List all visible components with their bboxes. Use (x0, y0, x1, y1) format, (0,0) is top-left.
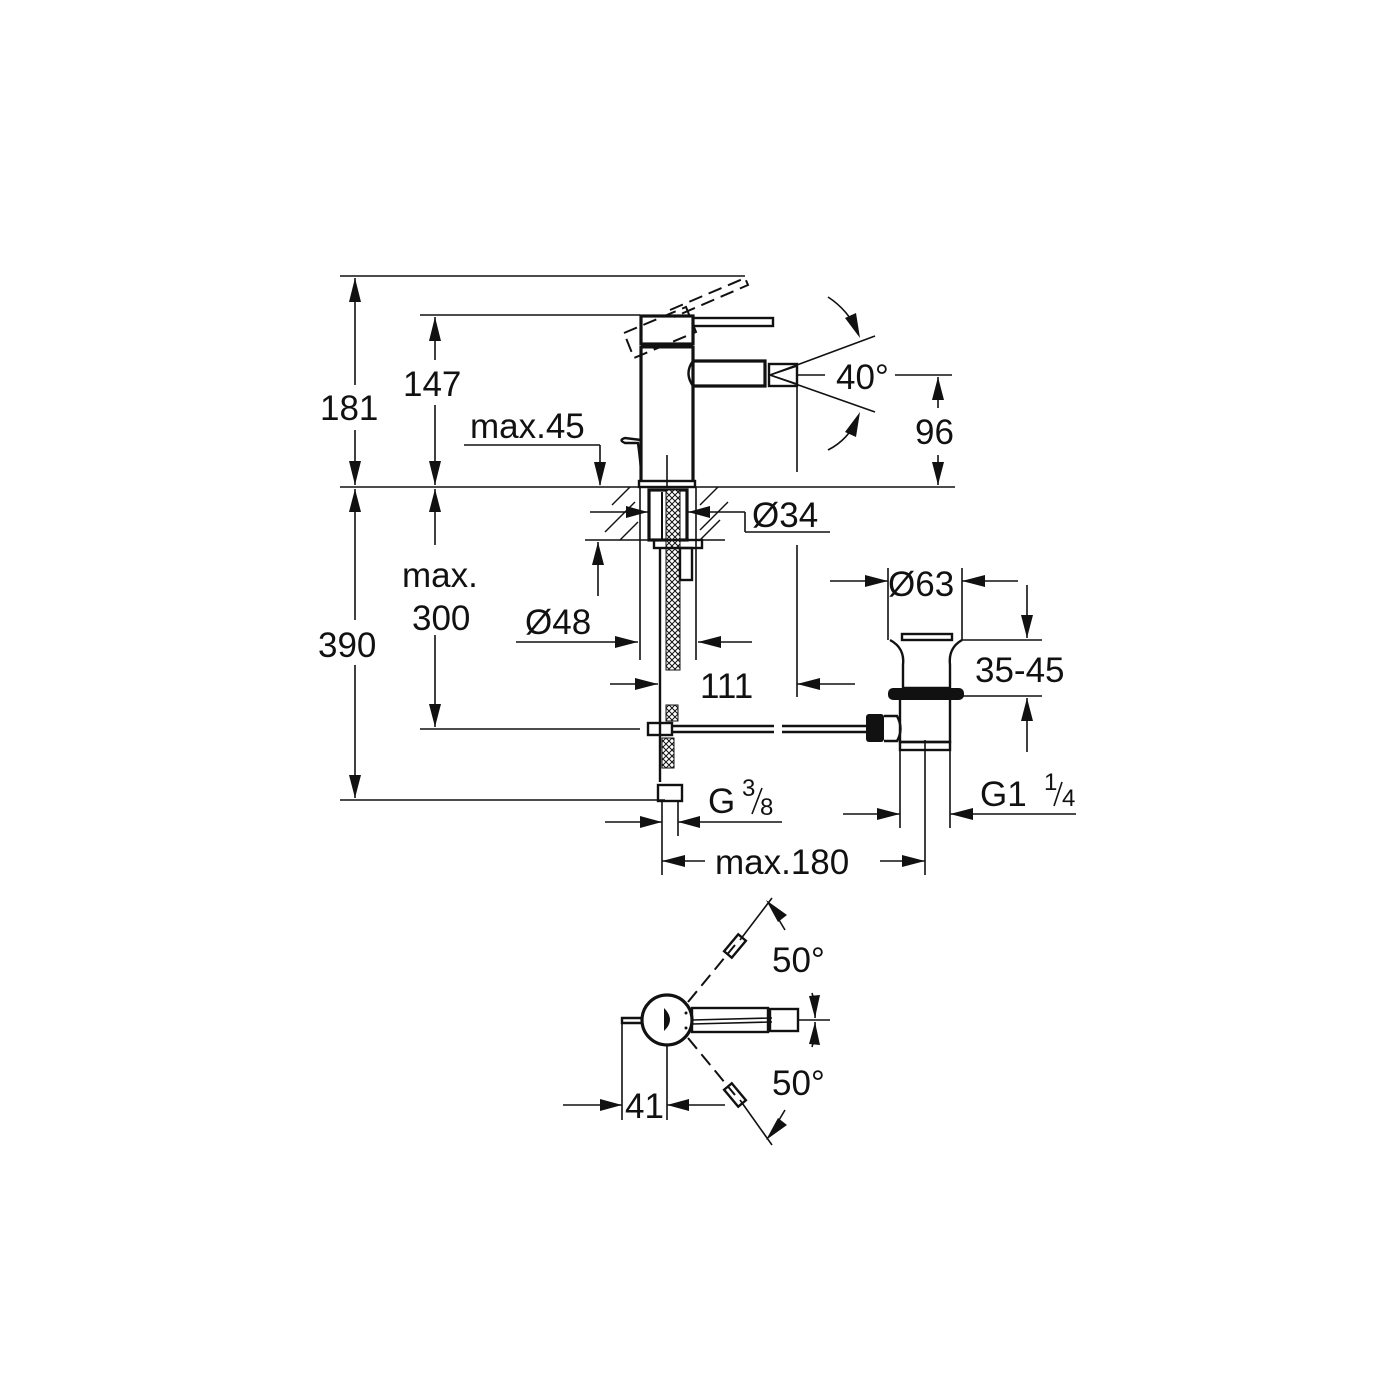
dimension-thread-g114: G1 1 4 (843, 769, 1076, 820)
dimension-111: 111 (610, 545, 855, 706)
dim-d63-label: Ø63 (888, 565, 954, 604)
dimension-spout-angle: 40° (769, 296, 889, 451)
dim-g114-main: G1 (980, 775, 1027, 814)
dimension-max-45: max.45 (464, 407, 606, 486)
dim-41-label: 41 (625, 1087, 664, 1126)
dim-35-45-label: 35-45 (975, 651, 1065, 690)
dim-lower-50deg-label: 50° (772, 1064, 825, 1103)
dim-max300-label-line2: 300 (412, 599, 470, 638)
faucet-body (620, 276, 799, 489)
dimension-max-300: max. 300 (402, 489, 640, 730)
dim-upper-50deg-label: 50° (772, 941, 825, 980)
dimension-390: 390 (318, 489, 665, 801)
logo-mark (664, 1008, 670, 1031)
dim-181-label: 181 (320, 389, 378, 428)
dim-max45-label: max.45 (470, 407, 585, 446)
top-view: 50° 50° 41 (563, 897, 830, 1146)
dimension-diameter-48: Ø48 (516, 542, 752, 648)
dimension-41: 41 (563, 1020, 725, 1126)
dim-g114-den: 4 (1062, 785, 1075, 812)
lever-alt-position (622, 305, 698, 360)
dim-max180-label: max.180 (715, 843, 849, 882)
dim-147-label: 147 (403, 365, 461, 404)
popup-rod (672, 724, 866, 734)
lever-handle (691, 316, 775, 328)
dim-max300-label-line1: max. (402, 556, 478, 595)
dim-g114-num: 1 (1044, 769, 1057, 796)
dim-g38-main: G (708, 782, 735, 821)
deck-section (585, 486, 729, 671)
dim-96-label: 96 (915, 413, 954, 452)
dim-40deg-label: 40° (836, 358, 889, 397)
dimension-max-180: max.180 (662, 843, 925, 882)
dimension-thread-g38: G 3 8 (605, 775, 782, 875)
dim-111-label: 111 (700, 667, 753, 706)
dimension-diameter-34: Ø34 (590, 496, 830, 535)
dimension-147: 147 (403, 317, 461, 485)
dim-g38-num: 3 (742, 775, 755, 802)
supply-hose (646, 548, 684, 803)
dimension-35-45: 35-45 (962, 585, 1065, 752)
dim-390-label: 390 (318, 626, 376, 665)
pop-up-waste (866, 632, 964, 875)
dim-d48-label: Ø48 (525, 603, 591, 642)
dimension-96: 96 (796, 374, 954, 485)
dim-g38-den: 8 (760, 794, 773, 821)
side-view: 181 147 max.45 (318, 275, 1076, 882)
dimension-diameter-63: Ø63 (830, 565, 1018, 640)
dim-d34-label: Ø34 (752, 496, 818, 535)
dimension-181: 181 (320, 278, 378, 485)
